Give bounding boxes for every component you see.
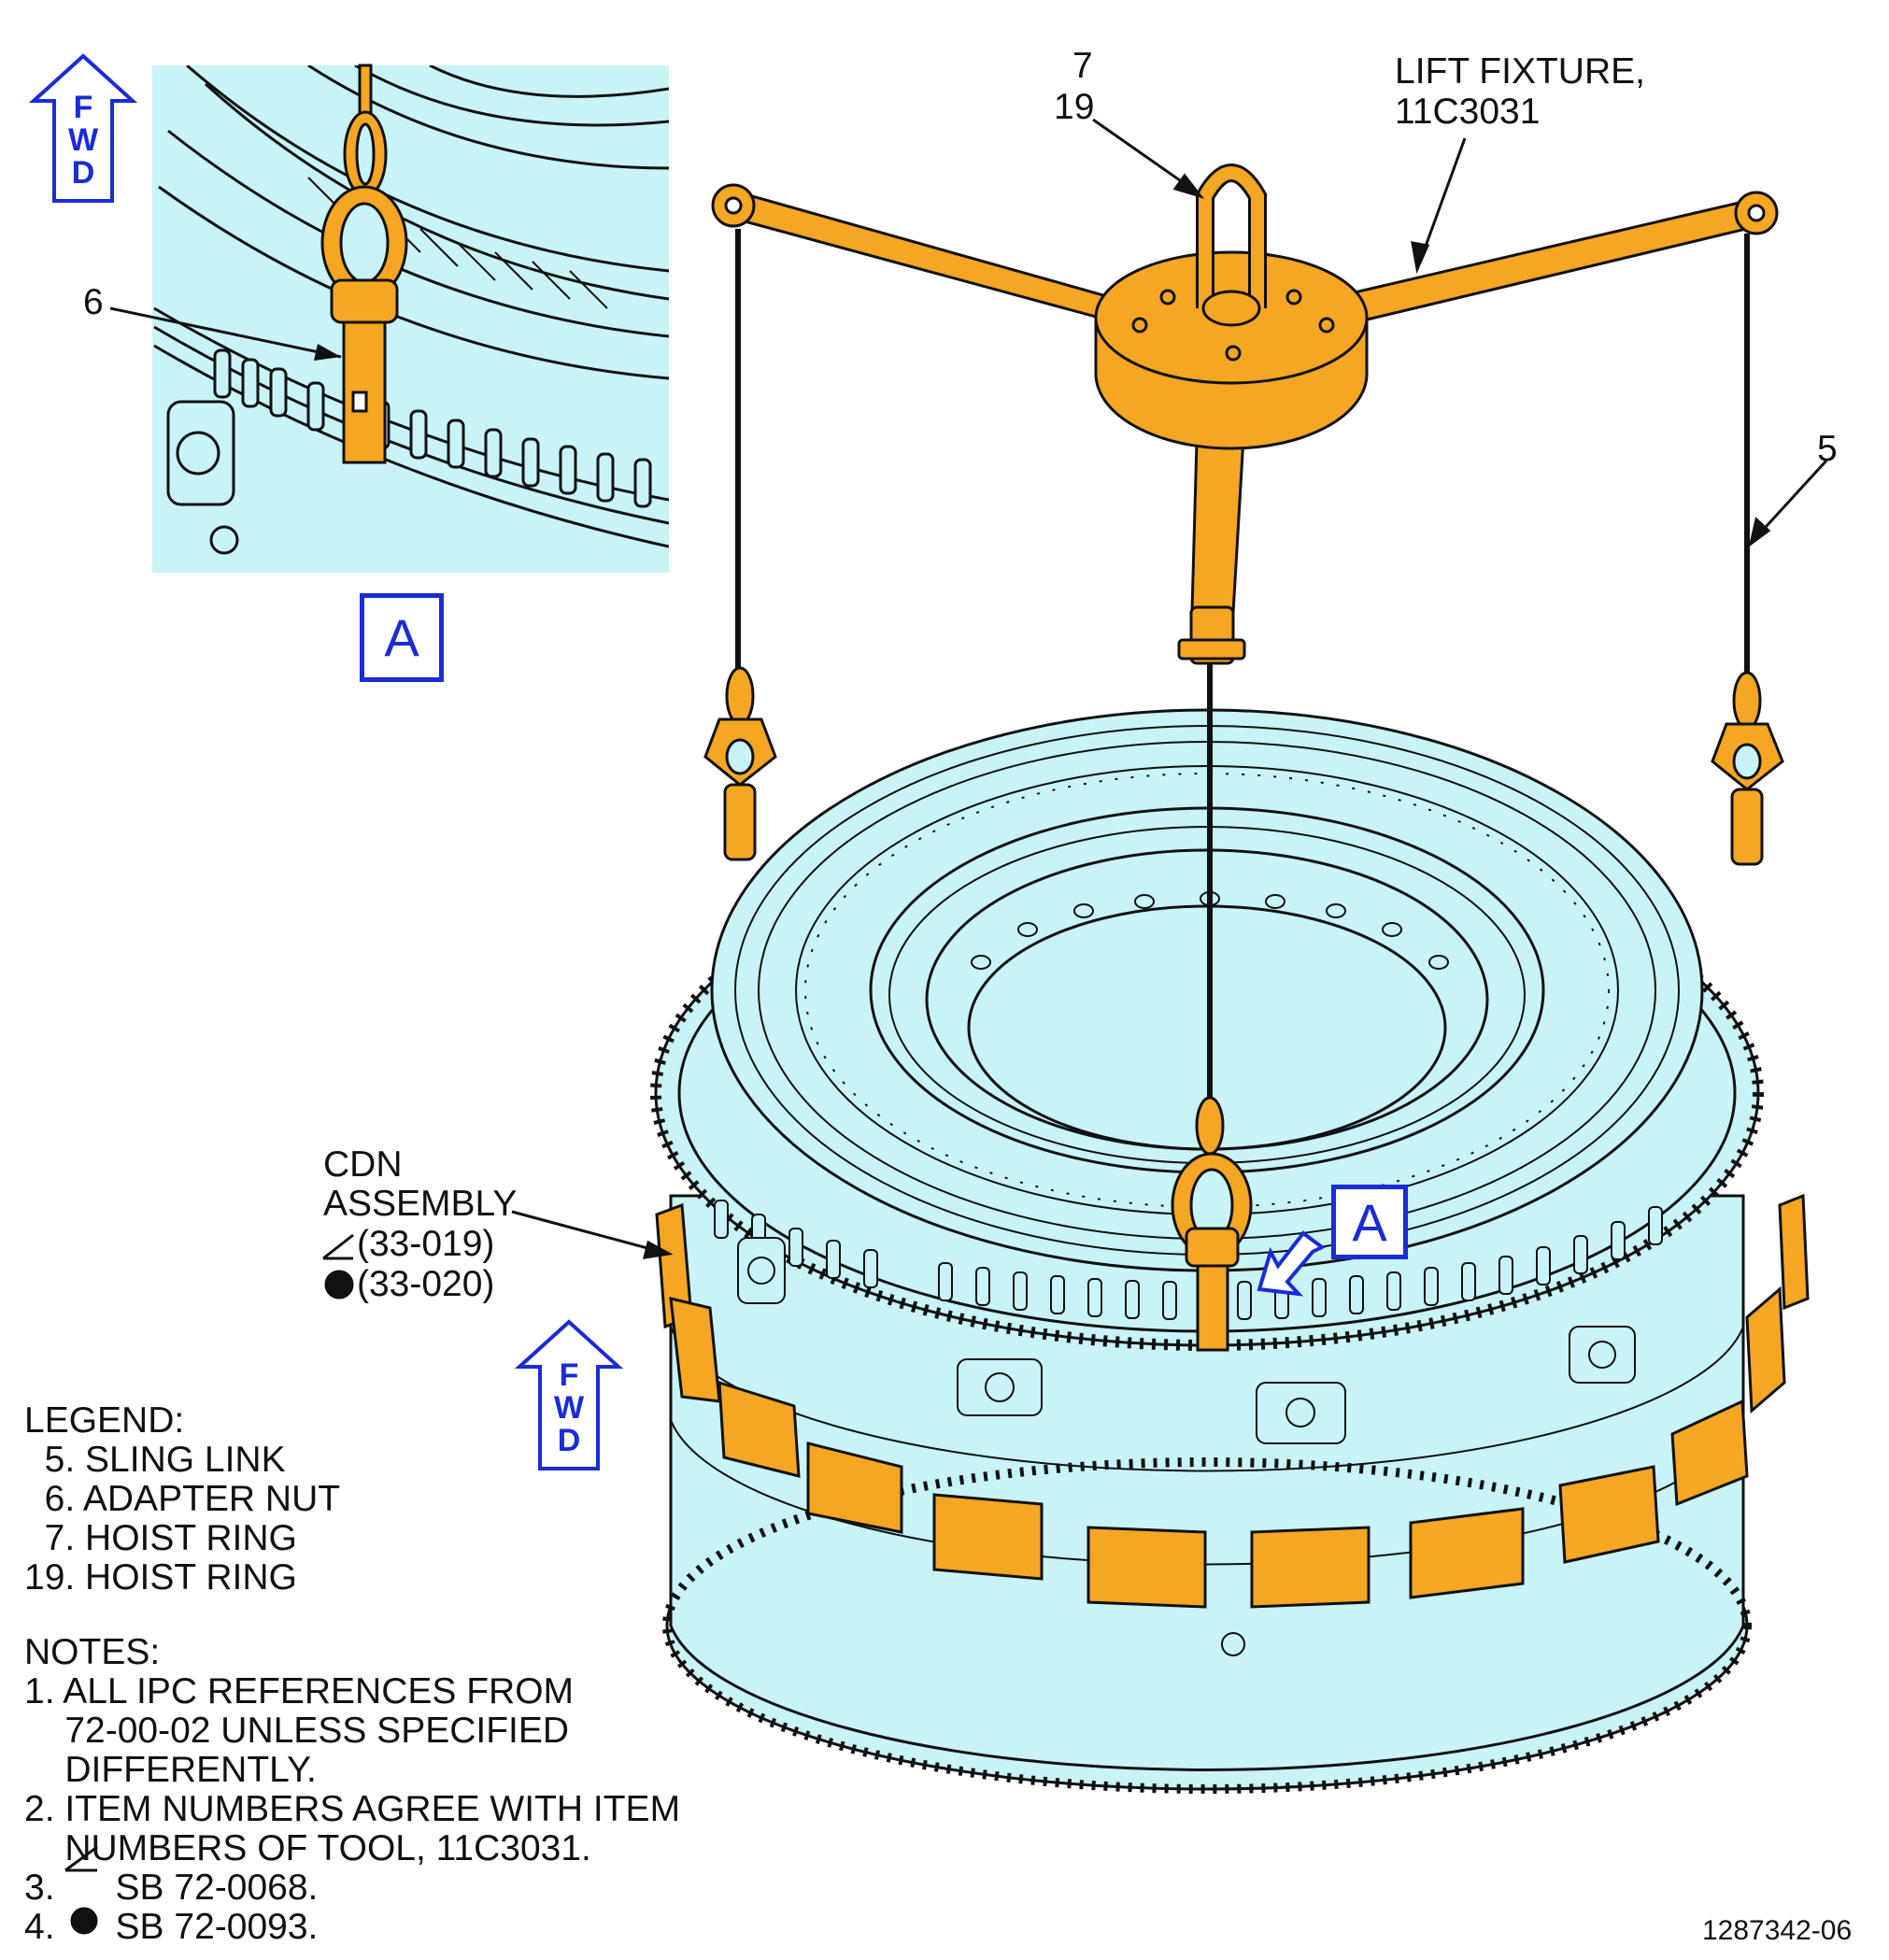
view-a-label-main: A [1331, 1185, 1408, 1259]
fwd-letter-w: W [67, 122, 99, 158]
fwd-label-top: F W D [64, 92, 102, 190]
note-line: NUMBERS OF TOOL, 11C3031. [24, 1828, 591, 1868]
note-line: 72-00-02 UNLESS SPECIFIED [24, 1711, 570, 1751]
detail-a-inset [109, 64, 669, 573]
legend-title: LEGEND: [24, 1400, 185, 1441]
fwd-label-main: F W D [550, 1359, 588, 1457]
note-line: 1. ALL IPC REFERENCES FROM [24, 1671, 575, 1711]
callout-cdn-ref2: (33-020) [357, 1264, 495, 1304]
note-line: 2. ITEM NUMBERS AGREE WITH ITEM [24, 1789, 681, 1829]
callout-cdn-line1: CDN [323, 1144, 403, 1185]
callout-19: 19 [1054, 87, 1095, 127]
clamp-plates [655, 1193, 1810, 1609]
notes-title: NOTES: [24, 1632, 161, 1672]
legend-item: 19. HOIST RING [24, 1557, 297, 1598]
note-line: 4. SB 72-0093. [24, 1907, 319, 1947]
callout-lift-fixture-line1: LIFT FIXTURE, [1395, 51, 1645, 92]
callout-5: 5 [1817, 429, 1838, 469]
note-line: DIFFERENTLY. [24, 1750, 317, 1790]
lift-fixture [703, 163, 1784, 1352]
legend: LEGEND: 5. SLING LINK 6. ADAPTER NUT 7. … [24, 1401, 340, 1598]
fwd-letter-f: F [73, 90, 93, 125]
callout-lift-fixture-line2: 11C3031 [1395, 92, 1541, 132]
callout-6: 6 [83, 282, 104, 322]
legend-item: 7. HOIST RING [24, 1518, 297, 1558]
view-a-arrow [1257, 1230, 1326, 1297]
legend-item: 5. SLING LINK [24, 1440, 286, 1480]
fwd-letter-w: W [553, 1390, 585, 1426]
notes: NOTES: 1. ALL IPC REFERENCES FROM 72-00-… [24, 1633, 680, 1947]
figure-number: 1287342-06 [1702, 1915, 1853, 1946]
fwd-letter-d: D [557, 1423, 581, 1458]
view-a-label-inset: A [360, 593, 444, 682]
fwd-letter-d: D [71, 155, 95, 191]
note-line: 3. SB 72-0068. [24, 1868, 319, 1908]
leader-lines [64, 118, 1828, 1935]
callout-cdn-ref1: (33-019) [357, 1224, 495, 1264]
fwd-arrow-top [28, 53, 138, 203]
fwd-letter-f: F [559, 1357, 579, 1393]
callout-cdn-line2: ASSEMBLY [323, 1184, 518, 1224]
callout-7: 7 [1072, 46, 1093, 86]
legend-item: 6. ADAPTER NUT [24, 1479, 341, 1519]
fwd-arrow-main [514, 1319, 624, 1470]
